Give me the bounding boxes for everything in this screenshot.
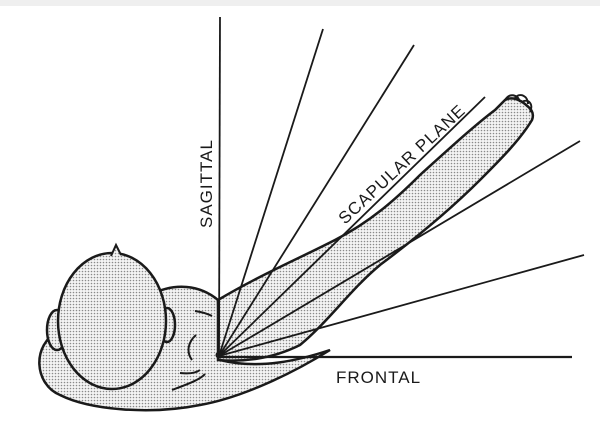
scapular-plane-line [218, 96, 486, 357]
hand-icon [504, 94, 533, 113]
plane-line-45 [218, 44, 415, 357]
plane-line-30 [218, 28, 324, 357]
frontal-label: FRONTAL [336, 368, 421, 387]
sagittal-line [218, 16, 221, 357]
plane-line-75 [218, 254, 585, 357]
top-border [0, 0, 600, 6]
plane-line-60 [218, 140, 581, 357]
torso-detail-lines [171, 310, 213, 391]
shoulder-origin [215, 351, 223, 359]
plane-lines [218, 16, 585, 359]
sagittal-label: SAGITTAL [197, 139, 216, 228]
arm-shape [216, 97, 535, 362]
head-shape [56, 251, 168, 391]
hair-tuft [110, 242, 122, 257]
